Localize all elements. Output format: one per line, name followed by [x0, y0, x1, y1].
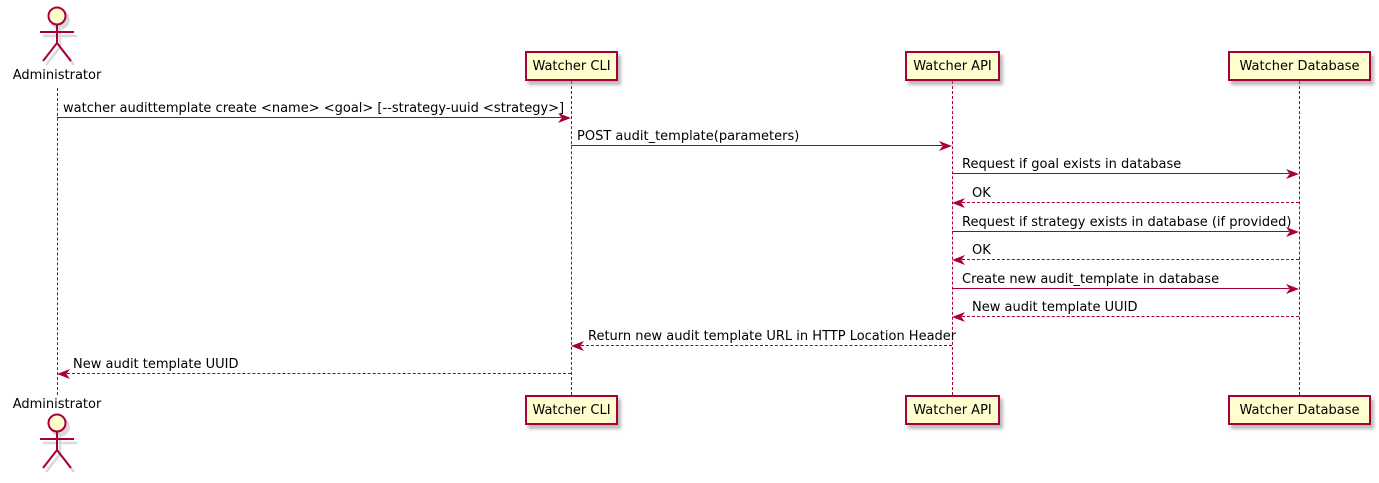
- message-line: [67, 373, 571, 374]
- message-label: Create new audit_template in database: [962, 272, 1220, 287]
- participant-watcher-api-top: Watcher API: [905, 51, 1000, 81]
- participant-watcher-database-bottom: Watcher Database: [1228, 395, 1371, 425]
- participant-label: Watcher CLI: [532, 58, 611, 74]
- participant-watcher-api-bottom: Watcher API: [905, 395, 1000, 425]
- participant-label: Watcher CLI: [532, 402, 611, 418]
- actor-label-top: Administrator: [12, 68, 102, 83]
- message-label: OK: [972, 243, 991, 258]
- arrowhead-left-icon: [57, 369, 70, 379]
- actor-icon: [40, 413, 77, 473]
- arrowhead-right-icon: [939, 141, 952, 151]
- participant-label: Watcher Database: [1239, 402, 1360, 418]
- participant-label: Watcher API: [913, 58, 992, 74]
- message-line: [581, 345, 952, 346]
- arrowhead-left-icon: [952, 255, 965, 265]
- message-line: [571, 145, 942, 146]
- message-line: [952, 288, 1289, 289]
- arrowhead-right-icon: [1286, 169, 1299, 179]
- message-line: [962, 202, 1299, 203]
- actor-icon: [40, 6, 77, 66]
- participant-watcher-cli-bottom: Watcher CLI: [525, 395, 618, 425]
- message-line: [962, 259, 1299, 260]
- lifeline-watcher-api: [952, 81, 953, 395]
- lifeline-watcher-database: [1299, 81, 1300, 395]
- participant-label: Watcher Database: [1239, 58, 1360, 74]
- message-label: New audit template UUID: [73, 357, 239, 372]
- arrowhead-right-icon: [1286, 284, 1299, 294]
- message-line: [952, 231, 1289, 232]
- message-line: [952, 173, 1289, 174]
- message-label: New audit template UUID: [972, 300, 1138, 315]
- message-line: [57, 117, 561, 118]
- message-label: Return new audit template URL in HTTP Lo…: [588, 329, 957, 344]
- participant-watcher-database-top: Watcher Database: [1228, 51, 1371, 81]
- arrowhead-right-icon: [558, 113, 571, 123]
- lifeline-administrator: [57, 88, 58, 395]
- arrowhead-left-icon: [952, 312, 965, 322]
- arrowhead-right-icon: [1286, 227, 1299, 237]
- message-label: POST audit_template(parameters): [577, 129, 800, 144]
- message-label: OK: [972, 186, 991, 201]
- message-line: [962, 316, 1299, 317]
- participant-watcher-cli-top: Watcher CLI: [525, 51, 618, 81]
- message-label: Request if goal exists in database: [962, 157, 1182, 172]
- lifeline-watcher-cli: [571, 81, 572, 395]
- participant-label: Watcher API: [913, 402, 992, 418]
- actor-label-bottom: Administrator: [12, 397, 102, 412]
- message-label: Request if strategy exists in database (…: [962, 215, 1292, 230]
- message-label: watcher audittemplate create <name> <goa…: [63, 101, 565, 116]
- arrowhead-left-icon: [952, 198, 965, 208]
- arrowhead-left-icon: [571, 341, 584, 351]
